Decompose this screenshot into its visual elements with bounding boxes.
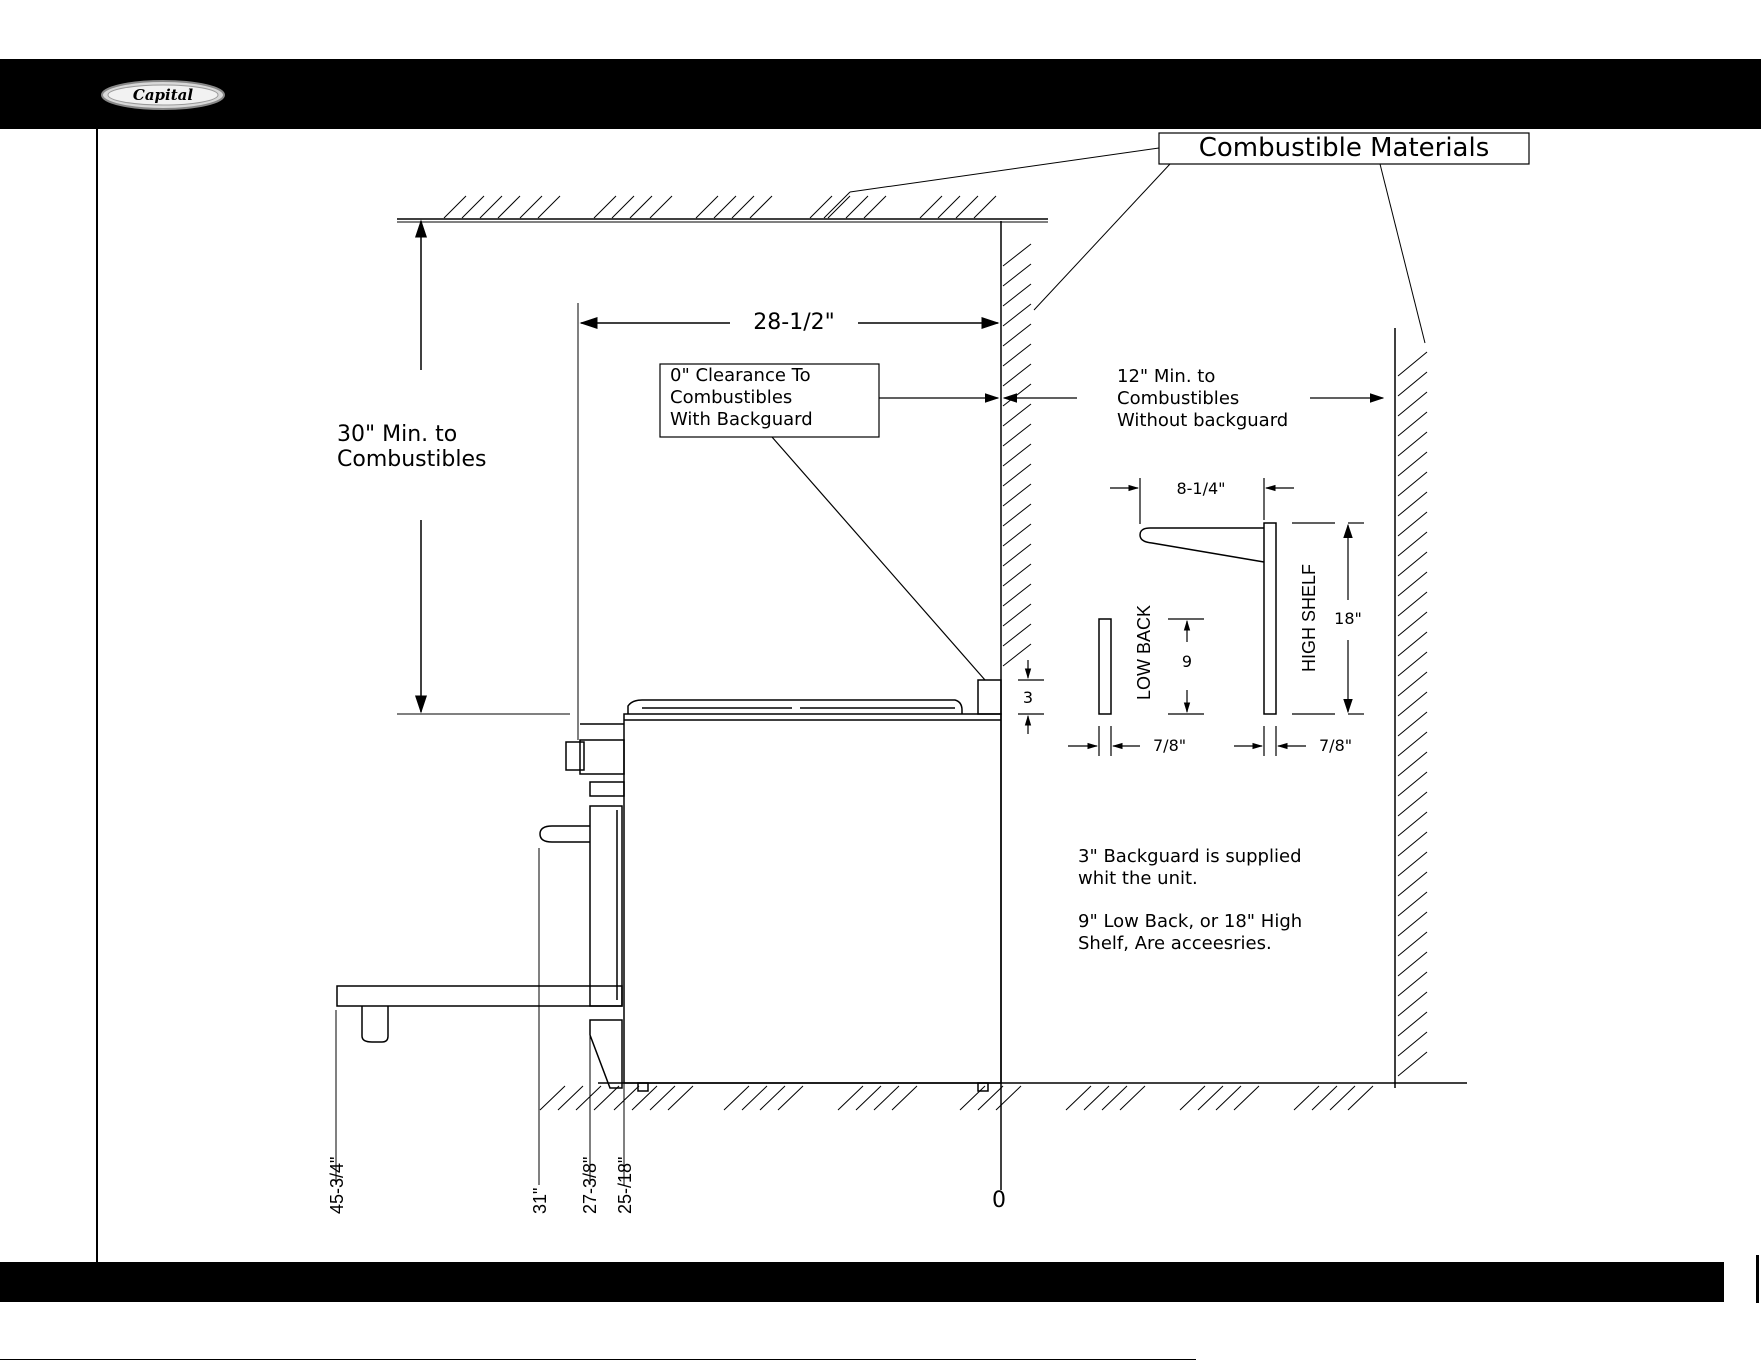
- vertical-clearance-line1: 30" Min. to: [337, 422, 457, 447]
- depth-label: 28-1/2": [753, 310, 834, 335]
- left-margin-rule: [96, 129, 98, 1262]
- high-shelf-height-label: 18": [1334, 609, 1362, 628]
- dim-45-3-4: 45-3/4": [327, 1157, 347, 1214]
- low-back-height-label: 9: [1182, 652, 1192, 671]
- low-back-accessory: [1098, 618, 1112, 715]
- note2-line1: 9" Low Back, or 18" High: [1078, 911, 1302, 932]
- combustible-materials-label: Combustible Materials: [1199, 133, 1490, 163]
- low-back-label: LOW BACK: [1134, 605, 1154, 700]
- range-unit: [336, 679, 1002, 1092]
- dim-25-1-8: 25-/18": [615, 1157, 635, 1214]
- ceiling: [397, 195, 1048, 223]
- note1-line1: 3" Backguard is supplied: [1078, 846, 1302, 867]
- high-shelf-accessory: [1139, 522, 1277, 715]
- dim-27-3-8: 27-3/8": [580, 1157, 600, 1214]
- vertical-clearance-line2: Combustibles: [337, 447, 486, 472]
- clearance-with-line1: 0" Clearance To: [670, 365, 811, 386]
- low-back-thickness-label: 7/8": [1153, 736, 1186, 755]
- bottom-rule: [0, 1359, 1196, 1360]
- high-shelf-thickness-label: 7/8": [1319, 736, 1352, 755]
- dim-31: 31": [530, 1188, 550, 1214]
- far-wall: [1394, 328, 1428, 1088]
- backguard-height-label: 3: [1023, 688, 1033, 707]
- extension-lines: [335, 303, 1002, 1185]
- clearance-without-line1: 12" Min. to: [1117, 366, 1215, 387]
- high-shelf-label: HIGH SHELF: [1299, 564, 1319, 672]
- clearance-with-backguard-box: [659, 363, 880, 438]
- footer-bar: [0, 1262, 1724, 1302]
- combustible-materials-box: [1158, 132, 1530, 165]
- logo-text: Capital: [133, 86, 193, 104]
- header-bar: [0, 59, 1761, 129]
- origin-label: 0: [992, 1188, 1006, 1213]
- note2-line2: Shelf, Are accеesries.: [1078, 933, 1272, 954]
- clearance-with-line3: With Backguard: [670, 409, 813, 430]
- floor: [539, 1082, 1467, 1111]
- note1-line2: whit the unit.: [1078, 868, 1198, 889]
- clearance-with-line2: Combustibles: [670, 387, 792, 408]
- clearance-without-line3: Without backguard: [1117, 410, 1288, 431]
- clearance-without-line2: Combustibles: [1117, 388, 1239, 409]
- capital-logo: Capital: [101, 80, 225, 110]
- footer-edge-mark: [1756, 1255, 1759, 1303]
- dimension-backguard: [1018, 660, 1044, 734]
- shelf-projection-label: 8-1/4": [1176, 479, 1225, 498]
